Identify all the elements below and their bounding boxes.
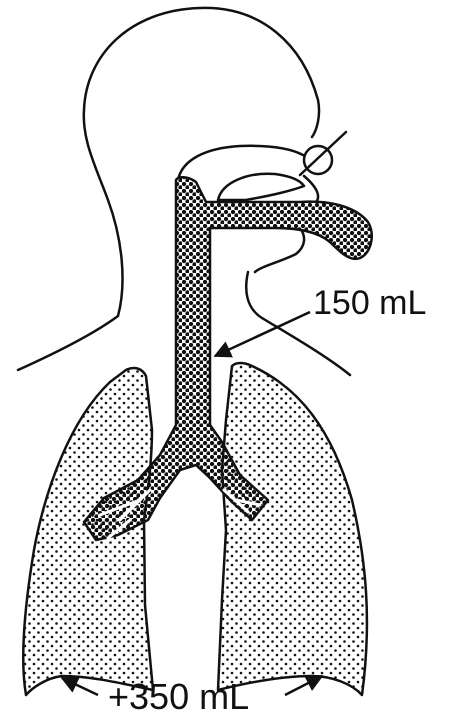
head-outline — [18, 8, 319, 370]
oral-cavity-outline — [218, 174, 304, 200]
right-alveolar-arrow — [285, 676, 322, 695]
left-lung — [23, 368, 153, 695]
alveolar-volume-label: +350 mL — [108, 679, 249, 715]
right-lung — [218, 363, 367, 695]
dead-space-volume-label: 150 mL — [313, 286, 426, 320]
left-alveolar-arrow — [62, 678, 98, 695]
